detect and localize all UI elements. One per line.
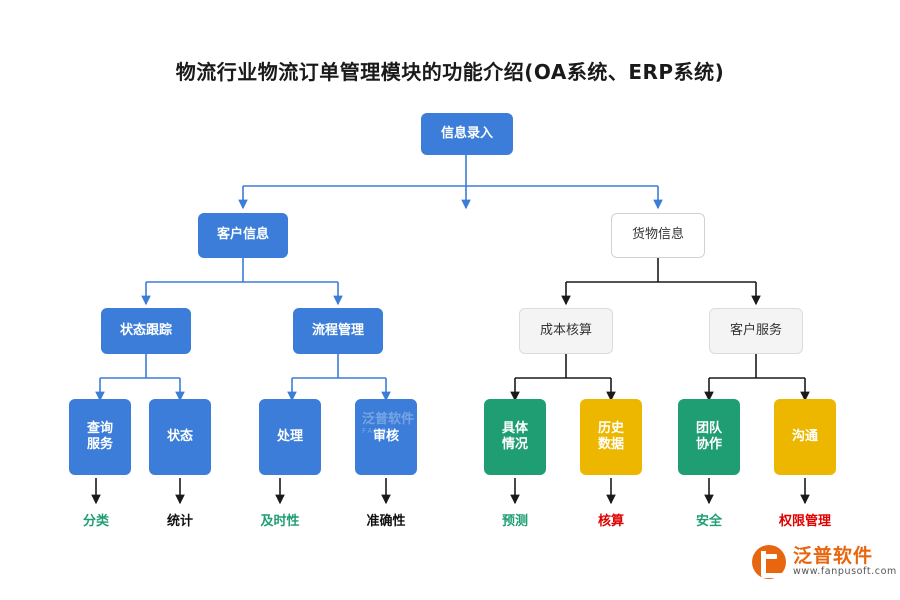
leaf-label-accounting: 核算 [597,514,624,529]
fanpu-logo: 泛普软件 www.fanpusoft.com [752,545,897,579]
fanpu-logo-name: 泛普软件 [793,544,874,567]
node-status[interactable]: 状态 [149,399,211,475]
node-query-service[interactable]: 查询 服务 [69,399,131,475]
fanpu-logo-icon [752,545,786,579]
node-process-mgmt[interactable]: 流程管理 [293,308,383,354]
node-customer-info[interactable]: 客户信息 [198,213,288,258]
leaf-label-statistics: 统计 [166,514,193,529]
node-status-tracking[interactable]: 状态跟踪 [101,308,191,354]
page-title: 物流行业物流订单管理模块的功能介绍(OA系统、ERP系统) [175,60,725,84]
node-root[interactable]: 信息录入 [421,113,513,155]
leaf-label-security: 安全 [695,514,722,529]
leaf-label-permission-mgmt: 权限管理 [778,514,831,529]
node-handling[interactable]: 处理 [259,399,321,475]
leaf-label-timeliness: 及时性 [260,514,300,529]
node-team-collab[interactable]: 团队 协作 [678,399,740,475]
node-historical-data[interactable]: 历史 数据 [580,399,642,475]
node-cost-accounting[interactable]: 成本核算 [519,308,613,354]
node-customer-service[interactable]: 客户服务 [709,308,803,354]
node-communication[interactable]: 沟通 [774,399,836,475]
leaf-label-classification: 分类 [82,514,109,529]
leaf-label-accuracy: 准确性 [366,514,406,529]
node-goods-info[interactable]: 货物信息 [611,213,705,258]
leaf-label-forecast: 预测 [501,514,528,529]
node-specific-case[interactable]: 具体 情况 [484,399,546,475]
fanpu-logo-url: www.fanpusoft.com [793,566,897,578]
node-review[interactable]: 审核 [355,399,417,475]
